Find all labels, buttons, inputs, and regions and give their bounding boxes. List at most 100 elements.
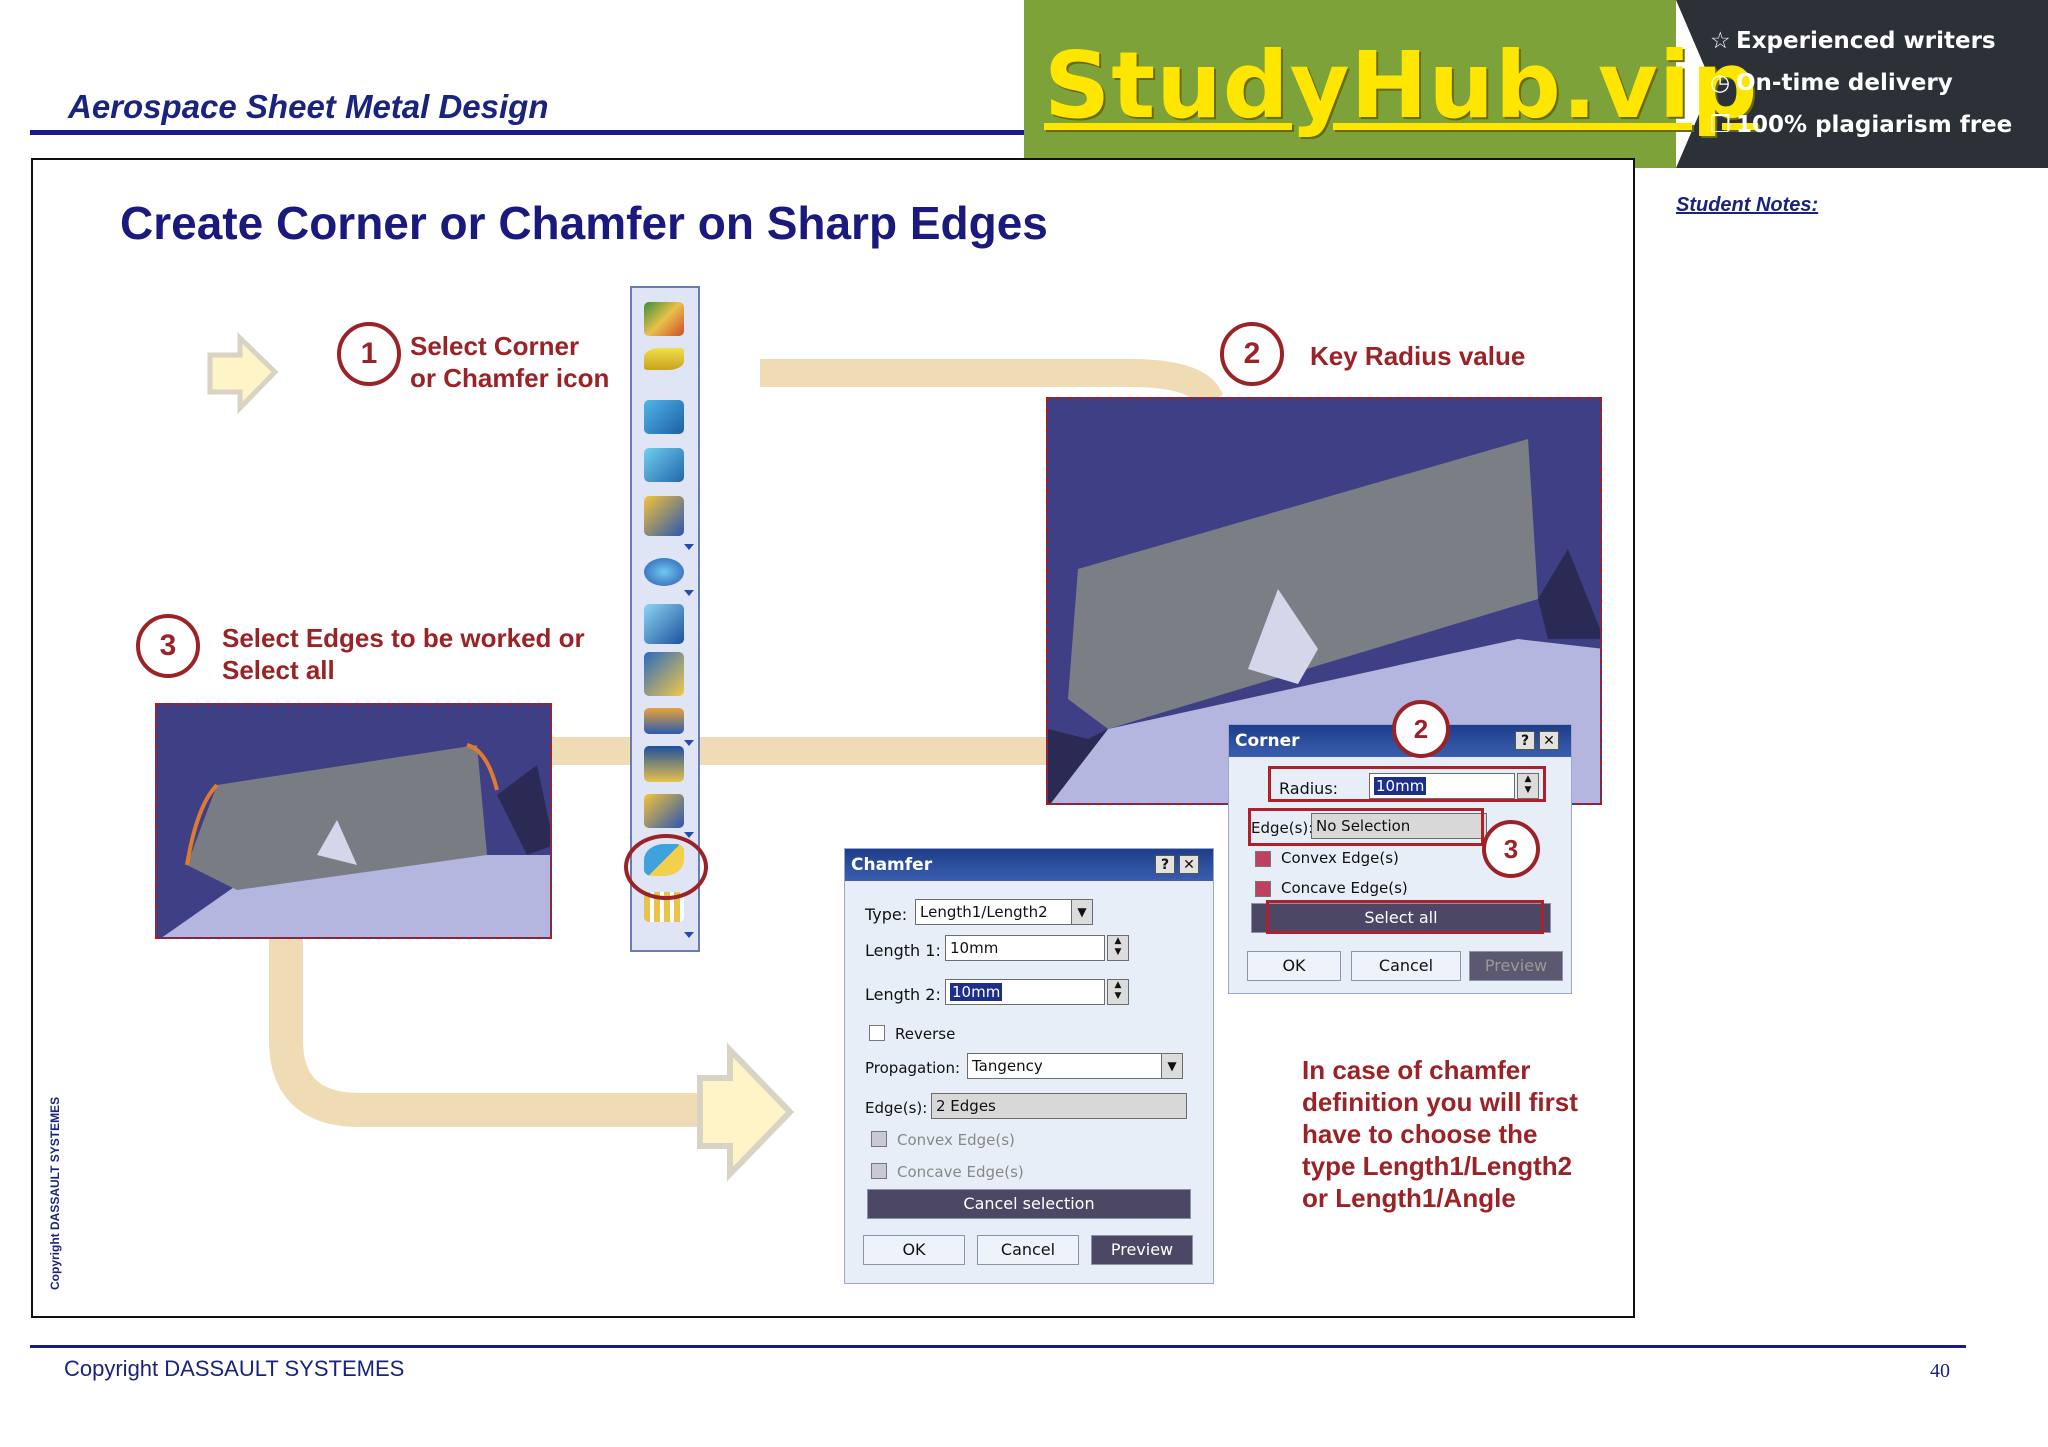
footer-rule [30,1345,1966,1348]
document-header-title: Aerospace Sheet Metal Design [68,88,549,125]
convex-edges-checkbox[interactable] [871,1131,887,1147]
reverse-checkbox[interactable] [869,1025,885,1041]
edges-highlight-box [1248,808,1484,846]
chamfer-note-line: have to choose the [1302,1119,1538,1149]
ok-button[interactable]: OK [1247,951,1341,981]
banner-feature-delivery: ◷On-time delivery [1710,70,1953,96]
edges-field[interactable]: 2 Edges [931,1093,1187,1119]
side-copyright: Copyright DASSAULT SYSTEMES [48,1096,62,1290]
chamfer-dialog-titlebar[interactable]: Chamfer [845,849,1213,881]
walls-icon[interactable] [644,302,684,336]
close-button[interactable]: ✕ [1179,855,1199,874]
edges-field[interactable]: No Selection [1311,813,1487,839]
length2-spinner[interactable]: ▲▼ [1107,979,1129,1005]
convex-edges-checkbox[interactable] [1255,851,1271,867]
chamfer-note-line: definition you will first [1302,1087,1578,1117]
step-3-text: Select Edges to be worked or Select all [222,622,585,686]
pointer-arrow-large-icon [697,1042,795,1182]
copy-icon: ❐ [1710,112,1731,138]
toolbar-flyout-arrow[interactable] [684,932,694,938]
propagation-label: Propagation: [865,1059,961,1077]
radius-field[interactable]: 10mm [1369,773,1515,799]
step-badge-2: 2 [1220,322,1284,386]
step-2-text: Key Radius value [1310,341,1526,371]
pointer-arrow-icon [207,332,279,415]
student-notes-label: Student Notes: [1676,194,1819,216]
close-button[interactable]: ✕ [1539,731,1559,750]
hole-icon[interactable] [644,652,684,696]
chamfer-dialog: Chamfer ? ✕ Type: Length1/Length2 ▼ Leng… [844,848,1214,1284]
part-view-select-edges[interactable] [155,703,552,939]
ok-button[interactable]: OK [863,1235,965,1265]
chevron-down-icon[interactable]: ▼ [1071,899,1093,925]
bend-icon[interactable] [644,400,684,434]
dialog-badge-2: 2 [1392,700,1450,758]
type-select[interactable]: Length1/Length2 [915,899,1091,925]
length2-value: 10mm [950,983,1003,1001]
radius-value: 10mm [1374,777,1427,795]
preview-button[interactable]: Preview [1469,951,1563,981]
toolbar-flyout-arrow[interactable] [684,740,694,746]
corner-dialog-title: Corner [1235,731,1300,751]
length1-label: Length 1: [865,941,941,960]
chamfer-dialog-title: Chamfer [851,855,933,875]
step-1-line1: Select Corner [410,331,580,361]
studyhub-logo[interactable]: StudyHub.vip [1044,32,1759,139]
unfold-icon[interactable] [644,496,684,536]
help-button[interactable]: ? [1515,731,1535,750]
propagation-select[interactable]: Tangency [967,1053,1183,1079]
select-all-button[interactable]: Select all [1251,903,1551,933]
flange-icon[interactable] [644,794,684,828]
type-label: Type: [865,905,908,924]
step-1-text: Select Corner or Chamfer icon [410,330,609,394]
star-icon: ☆ [1710,28,1731,54]
cancel-button[interactable]: Cancel [1351,951,1461,981]
length1-spinner[interactable]: ▲▼ [1107,935,1129,961]
concave-edges-checkbox[interactable] [871,1163,887,1179]
corner-icon-highlight [624,834,708,900]
chamfer-note-line: In case of chamfer [1302,1055,1531,1085]
edges-label: Edge(s): [1251,819,1314,837]
toolbar-flyout-arrow[interactable] [684,832,694,838]
concave-edges-checkbox[interactable] [1255,881,1271,897]
cancel-selection-button[interactable]: Cancel selection [867,1189,1191,1219]
chevron-down-icon[interactable]: ▼ [1161,1053,1183,1079]
stamp-icon[interactable] [644,708,684,734]
cancel-button[interactable]: Cancel [977,1235,1079,1265]
surface-stamp-icon[interactable] [644,746,684,782]
radius-label: Radius: [1279,779,1339,798]
convex-edges-label: Convex Edge(s) [897,1131,1015,1149]
cut-out-icon[interactable] [644,604,684,644]
banner-feature-experienced: ☆Experienced writers [1710,28,1996,54]
chamfer-note: In case of chamfer definition you will f… [1302,1054,1578,1214]
page-number: 40 [1930,1360,1950,1382]
chamfer-note-line: type Length1/Length2 [1302,1151,1573,1181]
step-1-line2: or Chamfer icon [410,363,610,393]
fold-icon[interactable] [644,558,684,586]
step-3-line1: Select Edges to be worked or [222,623,585,653]
radius-spinner[interactable]: ▲▼ [1517,773,1539,799]
preview-button[interactable]: Preview [1091,1235,1193,1265]
length2-field[interactable]: 10mm [945,979,1105,1005]
studyhub-banner-features-panel [1676,0,2048,168]
convex-edges-label: Convex Edge(s) [1281,849,1399,867]
flow-arrow-middle [548,737,1048,765]
radius-highlight-box [1268,766,1546,802]
concave-edges-label: Concave Edge(s) [897,1163,1024,1181]
concave-edges-label: Concave Edge(s) [1281,879,1408,897]
chamfer-note-line: or Length1/Angle [1302,1183,1516,1213]
conical-bend-icon[interactable] [644,448,684,482]
toolbar-flyout-arrow[interactable] [684,590,694,596]
step-badge-3: 3 [136,614,200,678]
reverse-label: Reverse [895,1025,956,1043]
banner-feature-plagiarism: ❐100% plagiarism free [1710,112,2013,138]
length1-field[interactable]: 10mm [945,935,1105,961]
help-button[interactable]: ? [1155,855,1175,874]
step-3-line2: Select all [222,655,335,685]
studyhub-banner[interactable] [1024,0,1676,168]
header-rule [30,130,1030,135]
part-render [162,743,550,937]
flow-arrow-toolbar-to-view [760,359,1224,407]
swept-wall-icon[interactable] [644,348,684,370]
toolbar-flyout-arrow[interactable] [684,544,694,550]
